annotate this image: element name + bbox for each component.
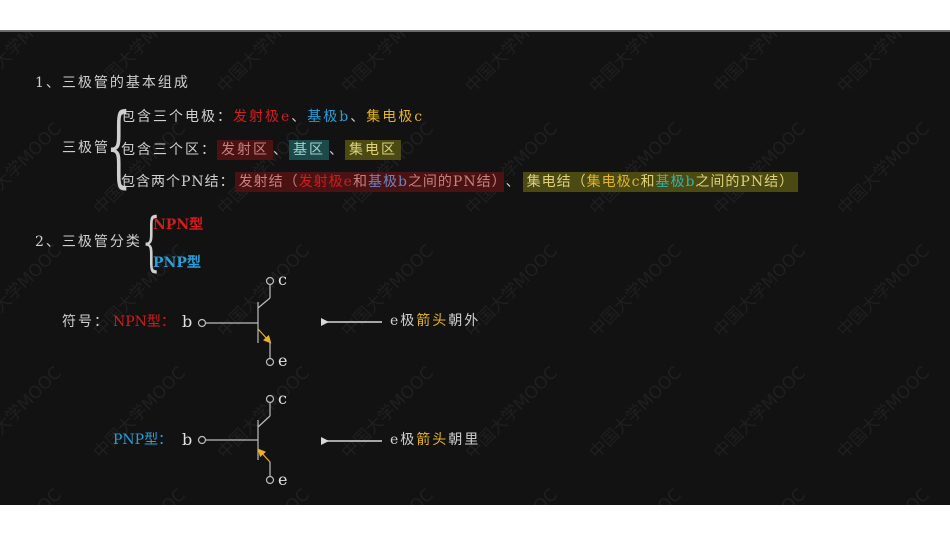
- pnp-note: e极箭头朝里: [390, 431, 480, 449]
- section1-title: 1、三极管的基本组成: [35, 75, 190, 91]
- electrodes-prefix: 包含三个电极：: [121, 109, 233, 125]
- symbol-label: 符号：: [62, 314, 110, 330]
- npn-note: e极箭头朝外: [390, 312, 480, 330]
- pnp-pin-c: c: [278, 389, 287, 408]
- emitter-electrode: 发射极e: [233, 109, 292, 125]
- npn-pin-b: b: [182, 312, 193, 331]
- pnp-note-prefix: e极: [390, 432, 417, 448]
- separator: 、: [350, 109, 367, 125]
- collector-junction-tail: 之间的PN结）: [695, 174, 795, 190]
- npn-type: NPN型: [153, 217, 204, 233]
- emitter-junction: 发射结（发射极e和基极b之间的PN结）: [234, 172, 504, 192]
- separator: 、: [329, 142, 345, 158]
- collector-region: 集电区: [345, 140, 401, 160]
- transistor-diagrams: [197, 276, 382, 485]
- npn-note-suffix: 朝外: [448, 313, 481, 329]
- collector-junction-and: 和: [640, 174, 656, 190]
- emitter-junction-label: 发射结（: [238, 174, 299, 190]
- electrodes-row: 包含三个电极：发射极e、基极b、集电极c: [121, 108, 424, 126]
- brace-section1: {: [106, 94, 132, 197]
- emitter-region: 发射区: [217, 140, 273, 160]
- emitter-junction-and: 和: [352, 174, 368, 190]
- emitter-junction-e: 发射极e: [298, 174, 353, 190]
- npn-transistor-symbol: [197, 276, 275, 367]
- npn-pin-e: e: [278, 351, 288, 370]
- npn-note-prefix: e极: [390, 313, 417, 329]
- separator: 、: [291, 109, 308, 125]
- section2-title: 2、三极管分类: [35, 234, 142, 250]
- emitter-junction-b: 基极b: [367, 174, 408, 190]
- npn-note-highlight: 箭头: [416, 313, 449, 329]
- pnp-note-suffix: 朝里: [448, 432, 481, 448]
- npn-symbol-label: NPN型：: [113, 314, 175, 330]
- emitter-junction-tail: 之间的PN结）: [407, 174, 500, 190]
- separator: 、: [505, 174, 521, 190]
- collector-electrode: 集电极c: [366, 109, 425, 125]
- collector-junction-c: 集电极c: [586, 174, 641, 190]
- collector-junction: 集电结（集电极c和基极b之间的PN结）: [522, 172, 799, 192]
- separator: 、: [273, 142, 289, 158]
- pnp-type: PNP型: [153, 255, 201, 271]
- pnp-pin-e: e: [278, 470, 288, 489]
- pnp-note-highlight: 箭头: [416, 432, 449, 448]
- collector-junction-label: 集电结（: [526, 174, 587, 190]
- regions-row: 包含三个区：发射区、基区、集电区: [121, 140, 401, 160]
- pnp-transistor-symbol: [197, 394, 275, 485]
- npn-pin-c: c: [278, 270, 287, 289]
- pnp-symbol-label: PNP型：: [113, 432, 173, 448]
- junctions-row: 包含两个PN结：发射结（发射极e和基极b之间的PN结）、集电结（集电极c和基极b…: [121, 172, 799, 192]
- collector-junction-b: 基极b: [655, 174, 696, 190]
- base-region: 基区: [289, 140, 329, 160]
- pnp-pin-b: b: [182, 430, 193, 449]
- base-electrode: 基极b: [307, 109, 351, 125]
- transistor-label: 三极管: [62, 140, 110, 156]
- regions-prefix: 包含三个区：: [121, 142, 217, 158]
- brace-section2: {: [142, 205, 161, 279]
- junctions-prefix: 包含两个PN结：: [121, 174, 235, 190]
